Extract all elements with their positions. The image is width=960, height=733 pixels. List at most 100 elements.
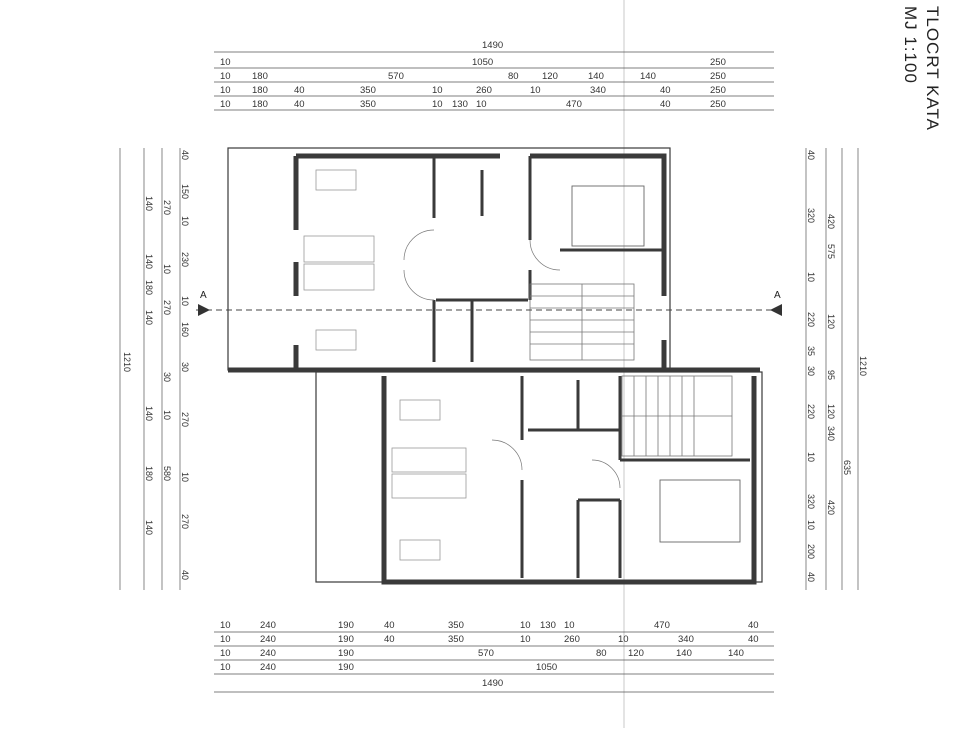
desk-upper xyxy=(315,169,357,191)
dim-value: 470 xyxy=(654,620,670,631)
dim-value: 30 xyxy=(806,366,816,377)
door-swing xyxy=(403,229,435,261)
bed-lower xyxy=(659,479,741,543)
dim-value: 120 xyxy=(826,314,836,330)
top-dim-row-2: 10 180 570 80 120 140 140 250 xyxy=(214,71,774,83)
dim-value: 10 xyxy=(220,99,231,110)
dim-value: 180 xyxy=(252,71,268,82)
dim-value: 250 xyxy=(710,85,726,96)
dim-value: 10 xyxy=(564,620,575,631)
dim-value: 270 xyxy=(162,200,172,216)
dim-value: 140 xyxy=(588,71,604,82)
dim-value: 270 xyxy=(162,300,172,316)
dim-value: 35 xyxy=(806,346,816,357)
dim-value: 120 xyxy=(628,648,644,659)
sofa-lower xyxy=(391,447,467,473)
title-line-2: MJ 1:100 xyxy=(901,6,920,84)
dim-value: 635 xyxy=(842,460,852,476)
bottom-dim-row-2: 10 240 190 40 350 10 260 10 340 40 xyxy=(214,634,774,646)
dim-value: 320 xyxy=(806,494,816,510)
dim-value: 230 xyxy=(180,252,190,268)
dim-value: 10 xyxy=(520,620,531,631)
dim-value: 40 xyxy=(294,99,305,110)
dim-value: 320 xyxy=(806,208,816,224)
dim-value: 180 xyxy=(252,99,268,110)
bed-upper xyxy=(571,185,645,247)
sofa-upper xyxy=(303,235,375,263)
dim-value: 10 xyxy=(180,296,190,307)
dim-value: 10 xyxy=(520,634,531,645)
door-swing xyxy=(591,459,621,489)
top-dim-row-4: 10 180 40 350 10 130 10 470 40 250 xyxy=(214,99,774,111)
dim-value: 120 xyxy=(826,404,836,420)
dim-value: 40 xyxy=(806,572,816,583)
dim-value: 580 xyxy=(162,466,172,482)
dim-value: 350 xyxy=(360,99,376,110)
dim-value: 190 xyxy=(338,634,354,645)
upper-unit-main-wall xyxy=(293,153,667,372)
dim-value: 180 xyxy=(252,85,268,96)
bottom-dim-row-1: 10 240 190 40 350 10 130 10 470 40 xyxy=(214,620,774,632)
dim-value: 150 xyxy=(180,184,190,200)
dim-value: 240 xyxy=(260,634,276,645)
dim-value: 420 xyxy=(826,214,836,230)
dim-value: 140 xyxy=(676,648,692,659)
dim-value: 140 xyxy=(640,71,656,82)
dim-value: 140 xyxy=(144,406,154,422)
dim-value: 270 xyxy=(180,514,190,530)
dim-value: 10 xyxy=(220,71,231,82)
desk-lower-2 xyxy=(399,539,441,561)
dim-value: 10 xyxy=(220,634,231,645)
dim-value: 30 xyxy=(180,362,190,373)
dim-value: 10 xyxy=(220,662,231,673)
door-swing xyxy=(403,269,435,301)
dim-value: 200 xyxy=(806,544,816,560)
dim-value: 10 xyxy=(220,620,231,631)
section-mark-right: A xyxy=(774,290,781,301)
dim-value: 350 xyxy=(448,620,464,631)
dim-value: 140 xyxy=(144,520,154,536)
door-swing xyxy=(491,439,523,471)
dim-value: 250 xyxy=(710,57,726,68)
dim-value: 40 xyxy=(806,150,816,161)
dim-value: 180 xyxy=(144,466,154,482)
top-dim-row-1: 10 1050 250 xyxy=(214,57,774,69)
dim-value: 140 xyxy=(144,254,154,270)
dim-value: 10 xyxy=(806,520,816,531)
dim-value: 10 xyxy=(476,99,487,110)
dim-value: 10 xyxy=(180,472,190,483)
left-dimension-lines xyxy=(119,148,181,590)
drawing-title: TLOCRT KATA MJ 1:100 xyxy=(888,4,948,154)
section-mark-left: A xyxy=(200,290,207,301)
dim-value: 140 xyxy=(144,310,154,326)
lower-unit-walls xyxy=(228,367,763,585)
top-total-dim: 1490 xyxy=(482,40,504,51)
dim-value: 190 xyxy=(338,662,354,673)
dim-value: 40 xyxy=(660,85,671,96)
dim-value: 40 xyxy=(748,620,759,631)
dim-value: 575 xyxy=(826,244,836,260)
dim-value: 340 xyxy=(590,85,606,96)
dim-value: 40 xyxy=(294,85,305,96)
dim-value: 260 xyxy=(564,634,580,645)
dim-value: 120 xyxy=(542,71,558,82)
dim-value: 10 xyxy=(806,452,816,463)
dim-value: 40 xyxy=(384,634,395,645)
bottom-dim-row-3: 10 240 190 570 80 120 140 140 xyxy=(214,648,774,660)
dim-value: 10 xyxy=(432,85,443,96)
dim-value: 10 xyxy=(220,648,231,659)
dim-value: 340 xyxy=(826,426,836,442)
top-dim-row-3: 10 180 40 350 10 260 10 340 40 250 xyxy=(214,85,774,97)
dim-value: 10 xyxy=(220,85,231,96)
dim-value: 250 xyxy=(710,99,726,110)
dim-value: 130 xyxy=(540,620,556,631)
dim-value: 180 xyxy=(144,280,154,296)
dim-value: 10 xyxy=(162,410,172,421)
dim-value: 10 xyxy=(806,272,816,283)
dim-value: 40 xyxy=(180,150,190,161)
dim-value: 10 xyxy=(220,57,231,68)
lower-stair xyxy=(621,375,733,457)
dim-value: 40 xyxy=(748,634,759,645)
